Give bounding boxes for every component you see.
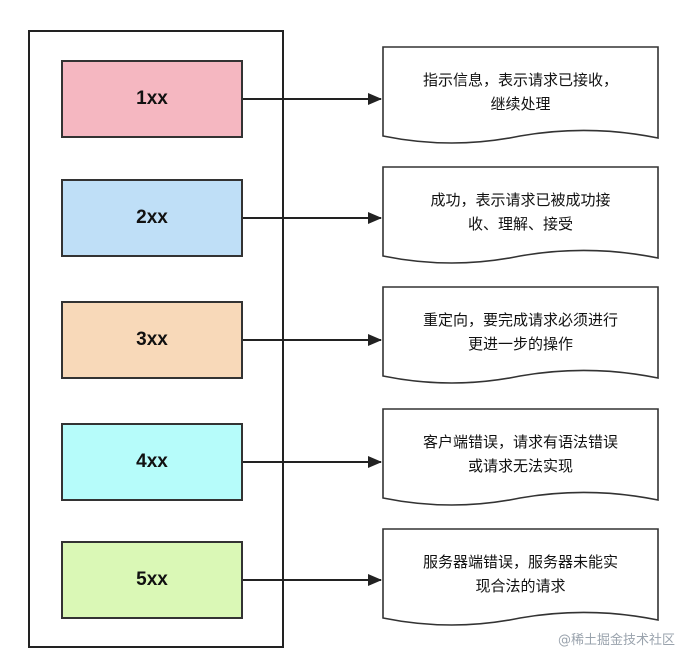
description-line: 更进一步的操作 — [467, 335, 573, 353]
status-code-box-2xx: 2xx — [61, 179, 243, 257]
description-2xx: 成功，表示请求已被成功接 收、理解、接受 — [383, 178, 658, 264]
description-shape-5xx — [382, 528, 659, 626]
description-shape-3xx — [382, 286, 659, 384]
description-5xx: 服务器端错误，服务器未能实 现合法的请求 — [383, 540, 658, 626]
description-shape-2xx — [382, 166, 659, 264]
status-code-label: 3xx — [136, 329, 168, 350]
description-shape-4xx — [382, 408, 659, 506]
status-code-label: 1xx — [136, 88, 168, 109]
description-line: 继续处理 — [490, 95, 551, 113]
description-line: 客户端错误，请求有语法错误 — [422, 433, 618, 451]
description-3xx: 重定向，要完成请求必须进行 更进一步的操作 — [383, 298, 658, 384]
status-code-box-3xx: 3xx — [61, 301, 243, 379]
description-line: 成功，表示请求已被成功接 — [430, 191, 611, 209]
status-code-box-4xx: 4xx — [61, 423, 243, 501]
description-4xx: 客户端错误，请求有语法错误 或请求无法实现 — [383, 420, 658, 506]
description-line: 服务器端错误，服务器未能实 — [422, 553, 618, 571]
description-line: 重定向，要完成请求必须进行 — [422, 311, 618, 329]
status-code-label: 4xx — [136, 451, 168, 472]
description-shape-1xx — [382, 46, 659, 144]
status-code-box-1xx: 1xx — [61, 60, 243, 138]
description-1xx: 指示信息，表示请求已接收， 继续处理 — [383, 58, 658, 144]
status-code-box-5xx: 5xx — [61, 541, 243, 619]
status-code-label: 5xx — [136, 569, 168, 590]
status-code-label: 2xx — [136, 207, 168, 228]
description-line: 或请求无法实现 — [467, 457, 573, 475]
description-line: 指示信息，表示请求已接收， — [422, 71, 618, 89]
description-line: 现合法的请求 — [475, 577, 566, 595]
description-line: 收、理解、接受 — [467, 215, 573, 233]
watermark: @稀土掘金技术社区 — [557, 633, 675, 648]
